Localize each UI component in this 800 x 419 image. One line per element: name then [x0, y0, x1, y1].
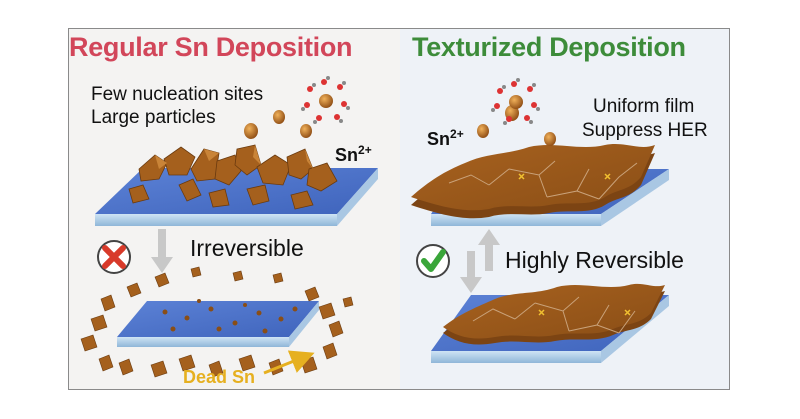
dead-sn-arrow — [263, 350, 315, 375]
right-note-1: Uniform film — [593, 96, 695, 117]
uniform-film-bottom — [443, 283, 665, 345]
down-arrow-left — [151, 229, 173, 273]
sn-ion-droplets-left — [244, 110, 312, 139]
right-title: Texturized Deposition — [412, 32, 686, 62]
sn-ion-droplets-right — [477, 105, 556, 146]
surface-dots — [162, 299, 298, 334]
right-ion-label: Sn2+ — [427, 127, 464, 149]
uniform-film-top — [411, 144, 655, 219]
left-title: Regular Sn Deposition — [69, 32, 353, 62]
cross-icon — [97, 240, 131, 274]
illustration — [80, 76, 669, 378]
figure-frame: Regular Sn Deposition Few nucleation sit… — [68, 28, 730, 390]
check-icon — [416, 244, 450, 278]
dead-sn-label: Dead Sn — [183, 367, 256, 387]
solvated-ion-cluster-left — [301, 76, 350, 124]
scattered-debris — [80, 266, 354, 378]
left-bottom-substrate — [117, 301, 319, 347]
reversible-arrows — [460, 229, 500, 293]
right-note-2: Suppress HER — [582, 120, 708, 141]
left-note-2: Large particles — [91, 107, 216, 128]
large-particles — [128, 144, 338, 210]
right-process-label: Highly Reversible — [505, 247, 684, 273]
left-note-1: Few nucleation sites — [91, 84, 264, 105]
left-process-label: Irreversible — [190, 235, 304, 261]
left-ion-label: Sn2+ — [335, 143, 372, 165]
solvated-ion-cluster-right — [491, 78, 540, 125]
large-particle-highlights — [155, 145, 313, 169]
